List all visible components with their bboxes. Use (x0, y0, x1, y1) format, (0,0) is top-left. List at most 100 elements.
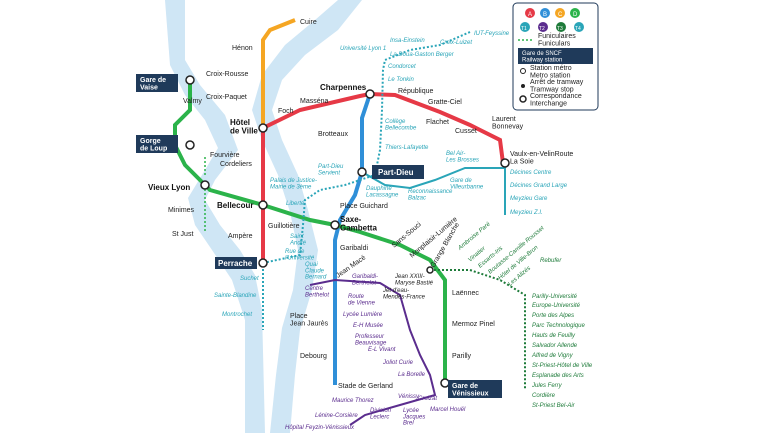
station-minimes[interactable]: Minimes (168, 207, 195, 214)
station-decines-centre[interactable]: Décines Centre (510, 170, 552, 176)
station-valmy[interactable]: Valmy (183, 98, 202, 105)
station-ampere[interactable]: Ampère (228, 233, 253, 240)
station-le-tonkin[interactable]: Le Tonkin (388, 77, 414, 83)
station-la-borelle[interactable]: La Borelle (398, 372, 426, 378)
station-cordiere[interactable]: Cordière (532, 393, 556, 399)
station-st-just[interactable]: St Just (172, 231, 193, 238)
station-henon[interactable]: Hénon (232, 45, 253, 52)
station-venissy[interactable]: Vénissy (398, 394, 420, 400)
station-parilly[interactable]: Parilly (452, 353, 472, 360)
station-stade-de-gerland[interactable]: Stade de Gerland (338, 383, 393, 390)
station-cuire[interactable]: Cuire (300, 19, 317, 26)
station-gratte-ciel[interactable]: Gratte-Ciel (428, 99, 462, 106)
station-porte-des-alpes[interactable]: Porte des Alpes (532, 313, 574, 319)
station-iut-feyssine[interactable]: IUT-Feyssine (474, 31, 510, 37)
station-e-h-musee[interactable]: E-H Musée (353, 323, 384, 329)
station-place-guichard[interactable]: Place Guichard (340, 203, 388, 210)
station-garibaldi[interactable]: Garibaldi (340, 245, 368, 252)
station-condorcet[interactable]: Condorcet (388, 64, 416, 70)
station-lycee-lumiere[interactable]: Lycée Lumière (343, 312, 383, 318)
station-charpennes[interactable]: Charpennes (320, 83, 367, 92)
station-guillotiere[interactable]: Guillotière (268, 223, 300, 230)
station-laennec[interactable]: Laënnec (452, 290, 479, 297)
station-universite-lyon1[interactable]: Université Lyon 1 (340, 46, 386, 52)
station-brotteaux[interactable]: Brotteaux (318, 131, 348, 138)
station-cusset[interactable]: Cusset (455, 128, 477, 135)
station-fourviere[interactable]: Fourvière (210, 152, 240, 159)
station-garibaldi-berthelot[interactable]: Garibaldi-Berthelot (352, 274, 378, 286)
station-meyzieu-zi[interactable]: Meyzieu Z.I. (510, 210, 543, 216)
station-part-dieu[interactable]: Part-Dieu (372, 165, 424, 179)
station-doua-gaston-berger[interactable]: La Doua-Gaston Berger (390, 52, 455, 58)
station-ambroise-pare[interactable]: Ambroise Paré (457, 221, 493, 252)
legend-tram-badges: T1 T2 T3 T4 (520, 22, 584, 32)
station-e-l-vivant[interactable]: E-L Vivant (368, 347, 396, 353)
station-croix-luizet[interactable]: Croix-Luizet (440, 40, 472, 46)
station-liberte[interactable]: Liberté (286, 201, 305, 207)
station-massena[interactable]: Masséna (300, 98, 329, 105)
station-thiers-lafayette[interactable]: Thiers-Lafayette (385, 145, 429, 151)
station-lenine-corsiere[interactable]: Lénine-Corsière (315, 413, 358, 419)
station-jet-deau[interactable]: Jet d'eau-Mendès-France (382, 288, 426, 300)
station-insa-einstein[interactable]: Insa-Einstein (390, 38, 425, 44)
station-hopital-feyzin[interactable]: Hôpital Feyzin-Vénissieux (285, 425, 355, 431)
station-bel-air-les-brosses[interactable]: Bel Air-Les Brosses (446, 151, 479, 163)
station-rebufer[interactable]: Rebufer (540, 258, 562, 264)
station-jean-xxiii[interactable]: Jean XXIII-Maryse Bastié (394, 274, 434, 286)
station-parc-technologique[interactable]: Parc Technologique (532, 323, 585, 329)
station-suchet[interactable]: Suchet (240, 276, 259, 282)
station-salvador-allende[interactable]: Salvador Allende (532, 343, 578, 349)
station-parilly-universite[interactable]: Parilly-Université (532, 294, 578, 300)
station-alfred-de-vigny[interactable]: Alfred de Vigny (531, 353, 574, 359)
station-croizat[interactable]: Croizat (418, 396, 437, 402)
station-mermoz-pinel[interactable]: Mermoz Pinel (452, 321, 495, 328)
station-vieux-lyon[interactable]: Vieux Lyon (148, 183, 190, 192)
station-st-priest-hotel-de-ville[interactable]: St-Priest-Hôtel de Ville (532, 363, 593, 369)
station-cordeliers[interactable]: Cordeliers (220, 161, 252, 168)
station-joliot-curie[interactable]: Joliot Curie (382, 360, 414, 366)
station-bellecour[interactable]: Bellecour (217, 201, 253, 210)
station-marcel-houel[interactable]: Marcel Houël (430, 407, 466, 413)
station-palais-de-justice[interactable]: Palais de Justice-Mairie de 3ème (270, 178, 317, 190)
station-esplanade-des-arts[interactable]: Esplanade des Arts (532, 373, 584, 379)
station-debourg[interactable]: Debourg (300, 353, 327, 360)
station-hauts-de-feuilly[interactable]: Hauts de Feuilly (532, 333, 576, 339)
station-saxe-gambetta[interactable]: Saxe-Gambetta (340, 215, 377, 232)
station-flachet[interactable]: Flachet (426, 119, 449, 126)
station-montrochet[interactable]: Montrochet (222, 312, 252, 318)
station-croix-rousse[interactable]: Croix-Rousse (206, 71, 249, 78)
station-croix-paquet[interactable]: Croix-Paquet (206, 94, 247, 101)
station-perrache[interactable]: Perrache (215, 257, 257, 269)
station-jules-ferry[interactable]: Jules Ferry (531, 383, 563, 389)
station-europe-universite[interactable]: Europe-Université (532, 303, 581, 309)
station-republique[interactable]: République (398, 88, 434, 95)
station-meyzieu-gare[interactable]: Meyzieu Gare (510, 196, 548, 202)
station-maurice-thorez[interactable]: Maurice Thorez (332, 398, 374, 404)
station-st-priest-bel-air[interactable]: St-Priest Bel-Air (532, 403, 576, 409)
station-foch[interactable]: Foch (278, 108, 294, 115)
station-decines-grand-large[interactable]: Décines Grand Large (510, 183, 568, 189)
station-sainte-blandine[interactable]: Sainte-Blandine (214, 293, 257, 299)
